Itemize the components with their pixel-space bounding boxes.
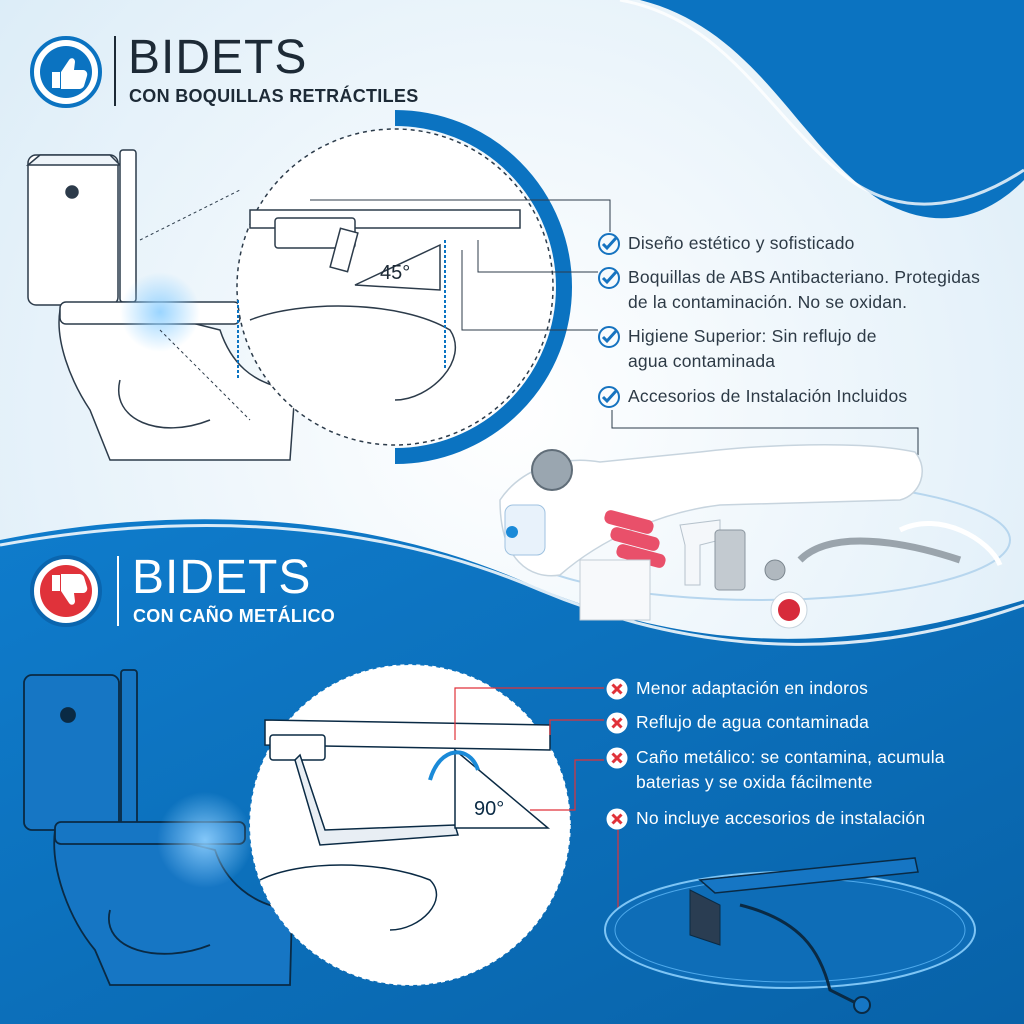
- thumbs-up-badge: [30, 36, 102, 108]
- cross-icon: [606, 712, 628, 734]
- bidet-product-image: [499, 444, 1011, 629]
- cross-icon: [606, 808, 628, 830]
- top-feature-text: Accesorios de Instalación Incluidos: [628, 386, 908, 406]
- check-icon: [598, 267, 620, 289]
- bottom-feature-text: Reflujo de agua contaminada: [636, 712, 870, 732]
- bottom-angle-label: 90°: [474, 798, 505, 820]
- cross-icon: [606, 678, 628, 700]
- check-icon: [598, 326, 620, 348]
- top-angle-label: 45°: [380, 262, 411, 284]
- top-subtitle: CON BOQUILLAS RETRÁCTILES: [129, 86, 419, 106]
- top-right-swoosh: [640, 0, 1024, 219]
- check-icon: [598, 386, 620, 408]
- bottom-feature-text: Caño metálico: se contamina, acumula bat…: [636, 747, 945, 792]
- bottom-subtitle: CON CAÑO METÁLICO: [133, 606, 336, 626]
- top-feature-3: Higiene Superior: Sin reflujo de agua co…: [598, 324, 877, 374]
- bottom-feature-4: No incluye accesorios de instalación: [606, 806, 925, 831]
- top-feature-2: Boquillas de ABS Antibacteriano. Protegi…: [598, 265, 980, 315]
- bottom-feature-text: No incluye accesorios de instalación: [636, 808, 926, 828]
- thumbs-down-icon: [30, 555, 102, 627]
- bottom-feature-3: Caño metálico: se contamina, acumula bat…: [606, 745, 945, 795]
- top-feature-1: Diseño estético y sofisticado: [598, 231, 855, 256]
- thumbs-up-icon: [30, 36, 102, 108]
- bottom-feature-1: Menor adaptación en indoros: [606, 676, 868, 701]
- bottom-toilet-drawing: [23, 669, 293, 986]
- top-title: BIDETS: [128, 31, 308, 84]
- bottom-feature-2: Reflujo de agua contaminada: [606, 710, 869, 735]
- top-feature-text: Boquillas de ABS Antibacteriano. Protegi…: [628, 267, 981, 312]
- top-feature-text: Diseño estético y sofisticado: [628, 233, 855, 253]
- bottom-feature-text: Menor adaptación en indoros: [636, 678, 869, 698]
- cross-icon: [606, 747, 628, 769]
- bottom-title: BIDETS: [132, 551, 312, 604]
- metal-bidet-drawing: [604, 857, 976, 1014]
- thumbs-down-badge: [30, 555, 102, 627]
- check-icon: [598, 233, 620, 255]
- top-feature-text: Higiene Superior: Sin reflujo de agua co…: [628, 326, 877, 371]
- top-feature-4: Accesorios de Instalación Incluidos: [598, 384, 907, 409]
